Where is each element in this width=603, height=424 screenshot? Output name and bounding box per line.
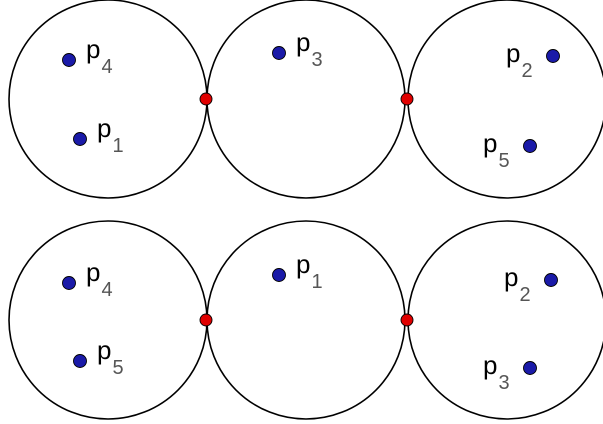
tangency-point (199, 92, 213, 106)
point-marker (62, 53, 76, 67)
point-label: p1 (97, 113, 124, 157)
tangency-point (400, 92, 414, 106)
point-label-base: p (296, 27, 310, 57)
circle-outline (8, 0, 208, 199)
point-label-base: p (504, 262, 518, 292)
point-label-base: p (296, 249, 310, 279)
point-label: p4 (86, 257, 113, 301)
point-label-index: 5 (498, 150, 509, 172)
point-label-index: 1 (311, 271, 322, 293)
point-marker (73, 132, 87, 146)
point-marker (544, 273, 558, 287)
point-marker (73, 354, 87, 368)
point-label-index: 2 (519, 284, 530, 306)
point-label: p5 (97, 335, 124, 379)
point-label-base: p (97, 335, 111, 365)
point-label-base: p (97, 113, 111, 143)
point-label-index: 3 (498, 372, 509, 394)
point-label-index: 3 (311, 49, 322, 71)
point-label-base: p (483, 128, 497, 158)
point-label-index: 5 (112, 357, 123, 379)
point-label-index: 1 (112, 135, 123, 157)
point-marker (272, 46, 286, 60)
point-label: p1 (296, 249, 323, 293)
point-label: p5 (483, 128, 510, 172)
point-label-index: 4 (101, 56, 112, 78)
point-label: p4 (86, 34, 113, 78)
point-marker (546, 49, 560, 63)
point-label: p3 (296, 27, 323, 71)
point-label-index: 2 (521, 60, 532, 82)
point-label-base: p (506, 38, 520, 68)
point-label-base: p (86, 34, 100, 64)
circle-group: p1 (206, 220, 406, 420)
point-marker (272, 268, 286, 282)
point-marker (62, 276, 76, 290)
point-label: p3 (483, 350, 510, 394)
tangency-point (199, 313, 213, 327)
tangency-point (400, 313, 414, 327)
point-label-index: 4 (101, 279, 112, 301)
point-marker (523, 361, 537, 375)
point-label-base: p (483, 350, 497, 380)
circle-outline (8, 220, 208, 420)
point-label: p2 (506, 38, 533, 82)
point-label-base: p (86, 257, 100, 287)
point-marker (523, 139, 537, 153)
circle-group: p3 (206, 0, 406, 199)
point-label: p2 (504, 262, 531, 306)
